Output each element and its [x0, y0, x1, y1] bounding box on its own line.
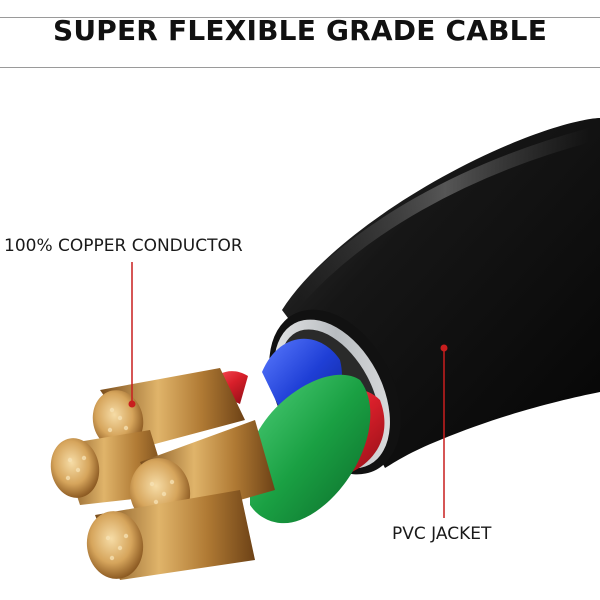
- title-bottom-rule: [0, 67, 600, 68]
- strand-texture: [65, 407, 175, 561]
- insulated-wires: [205, 338, 385, 524]
- pvc-jacket-label: PVC JACKET: [392, 524, 492, 544]
- red-dot-icon: [440, 344, 448, 352]
- page-title: SUPER FLEXIBLE GRADE CABLE: [52, 14, 548, 47]
- copper-conductors: [50, 368, 275, 580]
- conductor-callout: [128, 262, 136, 408]
- copper-conductor-label: 100% COPPER CONDUCTOR: [4, 236, 243, 256]
- red-dot-icon: [128, 400, 136, 408]
- title-top-rule: [0, 17, 600, 18]
- jacket-callout: [440, 344, 448, 518]
